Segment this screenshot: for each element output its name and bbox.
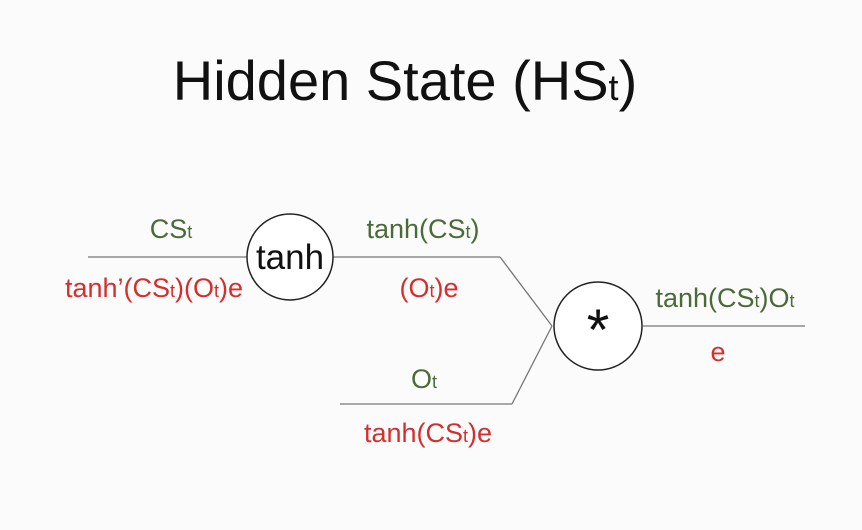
o-to-multiply-line [511, 325, 553, 405]
tanh-node [246, 213, 334, 301]
tanh-to-multiply-line [499, 256, 553, 327]
tanh-output-forward-label: tanh(CSt) [366, 214, 479, 244]
diagram-title: Hidden State (HSt) [173, 49, 637, 112]
cs-forward-label: CSt [150, 214, 193, 244]
output-forward-label: tanh(CSt)Ot [655, 283, 794, 313]
multiply-node [553, 281, 643, 371]
output-backward-label: e [710, 337, 725, 367]
cs-backward-label: tanh’(CSt)(Ot)e [65, 273, 243, 303]
multiply-node-label: * [587, 298, 610, 363]
tanh-node-label: tanh [256, 238, 324, 277]
o-forward-label: Ot [411, 364, 437, 394]
o-backward-label: tanh(CSt)e [364, 418, 492, 448]
tanh-output-backward-label: (Ot)e [399, 273, 458, 303]
